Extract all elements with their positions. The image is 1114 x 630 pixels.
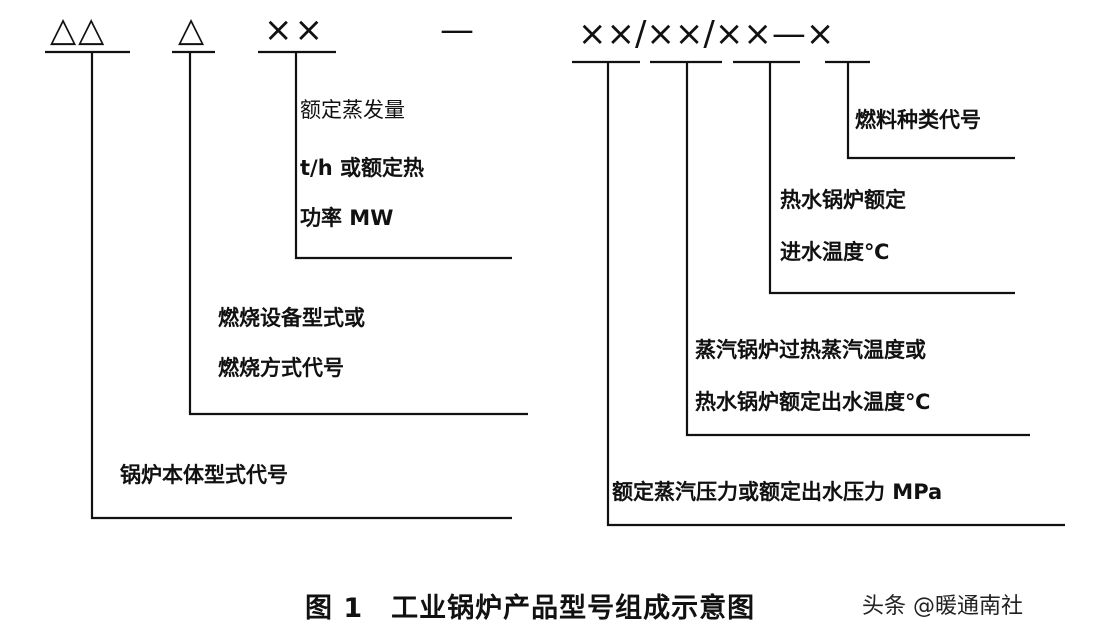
leader-combustion (188, 52, 528, 416)
symbol-combustion: △ (178, 10, 207, 50)
label-combustion-2: 燃烧方式代号 (218, 356, 344, 380)
leader-outlet-temp (685, 62, 1030, 437)
label-outlet-2: 热水锅炉额定出水温度℃ (695, 390, 931, 414)
label-capacity-1: 额定蒸发量 (300, 98, 405, 122)
symbol-boiler-type: △△ (50, 10, 107, 50)
label-boiler-type: 锅炉本体型式代号 (120, 463, 288, 487)
leader-boiler-type (90, 52, 512, 520)
symbol-dash: — (440, 10, 476, 50)
watermark: 头条 @暖通南社 (862, 594, 1023, 619)
leader-pressure (606, 62, 1065, 527)
leader-capacity (294, 52, 512, 260)
leader-inlet-temp (768, 62, 1015, 295)
symbol-capacity: ×× (264, 10, 325, 50)
figure-caption: 图 1 工业锅炉产品型号组成示意图 (305, 593, 756, 624)
label-inlet-1: 热水锅炉额定 (780, 188, 906, 212)
label-capacity-2: t/h 或额定热 (300, 156, 424, 180)
label-combustion-1: 燃烧设备型式或 (218, 306, 365, 330)
label-fuel: 燃料种类代号 (855, 108, 981, 132)
label-capacity-3: 功率 MW (300, 206, 394, 230)
symbol-params: ××/××/××—× (578, 14, 835, 54)
label-inlet-2: 进水温度℃ (780, 240, 890, 264)
leader-fuel (846, 62, 1015, 160)
label-outlet-1: 蒸汽锅炉过热蒸汽温度或 (695, 338, 926, 362)
label-pressure: 额定蒸汽压力或额定出水压力 MPa (612, 480, 943, 504)
